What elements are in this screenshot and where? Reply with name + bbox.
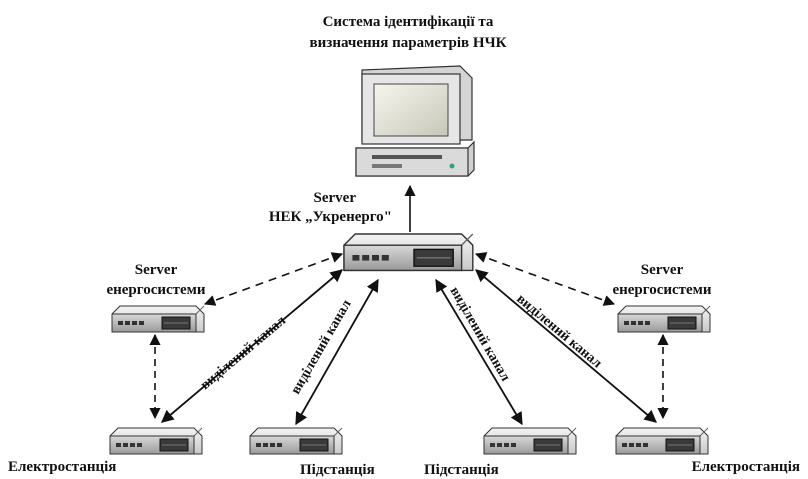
left-server-device: [111, 305, 205, 333]
node-label-mid-right: Підстанція: [424, 462, 499, 478]
link-central-left-server: [203, 252, 344, 306]
node-label-far-left: Електростанція: [8, 459, 116, 475]
channel-label-mid-left: виділений канал: [288, 297, 354, 397]
station-left-device: [109, 427, 203, 455]
channel-label-mid-right: виділений канал: [447, 285, 513, 385]
central-server-device: [343, 233, 474, 272]
node-label-far-right: Електростанція: [692, 459, 800, 475]
channel-mid-left: [295, 278, 379, 426]
link-central-right-server: [474, 252, 616, 306]
right-server-label-2: енергосистеми: [612, 282, 711, 298]
channel-label-far-right: виділений канал: [513, 292, 604, 372]
station-right-device: [615, 427, 709, 455]
computer-icon: [355, 65, 475, 177]
right-server-label-1: Server: [641, 262, 684, 278]
left-server-label-2: енергосистеми: [106, 282, 205, 298]
substation-right-device: [483, 427, 577, 455]
left-server-label-1: Server: [135, 262, 178, 278]
title-line-1: Система ідентифікації та: [323, 14, 494, 30]
channel-far-right: [475, 269, 657, 423]
channel-mid-right: [435, 278, 523, 426]
node-label-mid-left: Підстанція: [300, 462, 375, 478]
channel-label-far-left: виділений канал: [198, 313, 289, 393]
right-server-device: [617, 305, 711, 333]
central-server-label-1: Server: [314, 190, 357, 206]
central-server-label-2: НЕК „Укренерго": [269, 209, 392, 225]
title-line-2: визначення параметрів НЧК: [310, 35, 507, 51]
substation-left-device: [249, 427, 343, 455]
